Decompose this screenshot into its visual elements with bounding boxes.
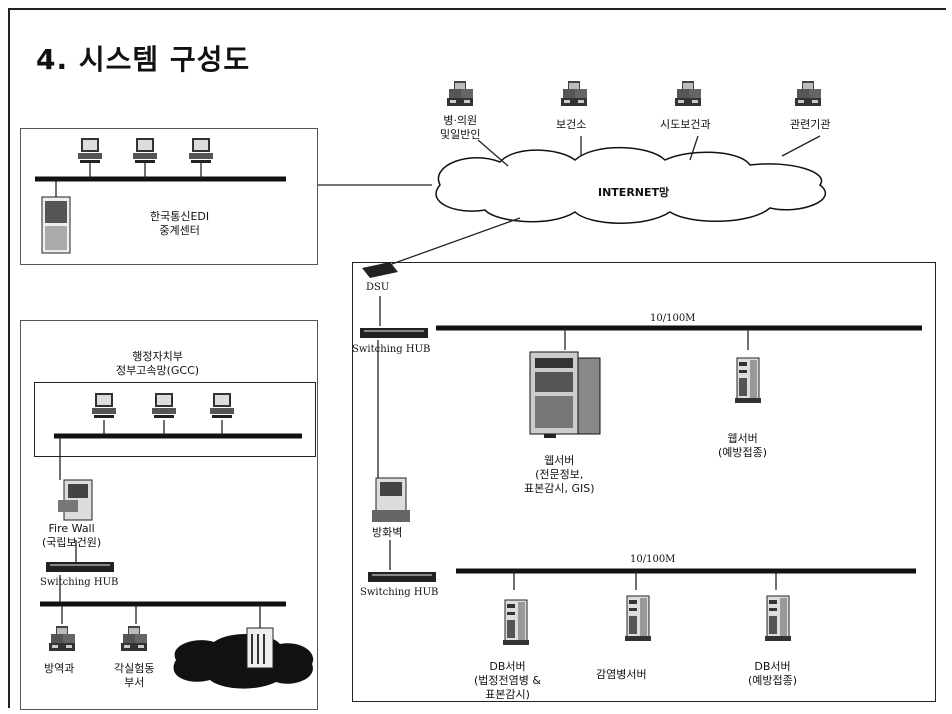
switch-left-label: Switching HUB	[40, 577, 119, 588]
web-server-2-device	[734, 357, 762, 404]
switch-bottom-label: Switching HUB	[360, 587, 439, 598]
edi-center-line1: 한국통신EDI	[150, 210, 210, 223]
lab-network-cloud	[173, 633, 314, 689]
infection-server-label: 감염병서버	[596, 668, 647, 681]
dept-2-label: 각실험동 부서	[114, 662, 154, 690]
diagram-frame	[8, 8, 946, 708]
db-server-2-line1: DB서버	[754, 660, 791, 673]
web-server-2-line2: (예방접종)	[718, 446, 768, 459]
infection-server-device	[624, 595, 652, 642]
db-server-2-line2: (예방접종)	[748, 674, 798, 687]
db-server-1-line1: DB서버	[489, 660, 526, 673]
dsu-label: DSU	[366, 282, 390, 293]
user-provincial	[675, 81, 701, 106]
web-server-1-label: 웹서버 (전문정보, 표본감시, GIS)	[524, 454, 595, 496]
switch-top-label: Switching HUB	[352, 344, 431, 355]
lab-server-device	[246, 627, 274, 669]
firewall-left-device	[58, 479, 93, 521]
web-server-1-device	[529, 351, 601, 438]
firewall-left-label: Fire Wall (국립보건원)	[42, 522, 101, 550]
gcc-label: 행정자치부 정부고속망(GCC)	[116, 350, 199, 378]
switch-left-device	[46, 562, 114, 572]
edi-center-box	[20, 128, 318, 265]
dept-2-line1: 각실험동	[114, 662, 155, 675]
gcc-line2: 정부고속망(GCC)	[116, 364, 200, 377]
page-title: 4. 시스템 구성도	[36, 43, 251, 76]
user-lab-dept	[121, 626, 147, 651]
gcc-inner-box	[34, 382, 316, 457]
switch-top-device	[360, 328, 428, 338]
edi-center-line2: 중계센터	[159, 224, 200, 237]
web-server-1-line1: 웹서버	[544, 454, 575, 467]
db-server-1-label: DB서버 (법정전염병 & 표본감시)	[474, 660, 541, 702]
user-agency	[795, 81, 821, 106]
network-cloud-label: INTERNET망	[598, 186, 670, 199]
web-server-2-label: 웹서버 (예방접종)	[718, 432, 767, 460]
firewall-left-line2: (국립보건원)	[42, 536, 102, 549]
edi-mainframe	[41, 196, 71, 254]
user-clinic	[447, 81, 473, 106]
edi-pc-3	[189, 138, 213, 163]
user-epidemic-dept	[49, 626, 75, 651]
dept-2-line2: 부서	[124, 676, 145, 689]
db-server-1-device	[502, 599, 530, 646]
remote-site-3-label: 시도보건과	[660, 118, 711, 131]
edi-pc-2	[133, 138, 157, 163]
remote-site-1-line2: 및일반인	[440, 128, 481, 141]
internal-network-box	[352, 262, 936, 702]
gcc-line1: 행정자치부	[132, 350, 183, 363]
edi-center-label: 한국통신EDI 중계센터	[150, 210, 209, 238]
edi-pc-1	[78, 138, 102, 163]
dept-1-label: 방역과	[44, 662, 75, 675]
remote-site-2-label: 보건소	[556, 118, 587, 131]
speed-bottom-label: 10/100M	[630, 554, 676, 565]
firewall-right-label: 방화벽	[372, 526, 403, 539]
internet-cloud	[435, 146, 827, 224]
gcc-pc-1	[92, 393, 116, 418]
web-server-1-line3: 표본감시, GIS)	[524, 482, 595, 495]
db-server-2-device	[764, 595, 792, 642]
remote-site-1-label: 병·의원 및일반인	[440, 114, 480, 142]
db-server-1-line2: (법정전염병 &	[474, 674, 541, 687]
dsu-device	[362, 262, 398, 278]
speed-top-label: 10/100M	[650, 313, 696, 324]
gcc-pc-3	[210, 393, 234, 418]
gov-network-box	[20, 320, 318, 710]
switch-bottom-device	[368, 572, 436, 582]
firewall-right-device	[372, 477, 410, 522]
web-server-1-line2: (전문정보,	[535, 468, 584, 481]
gcc-pc-2	[152, 393, 176, 418]
remote-site-4-label: 관련기관	[790, 118, 831, 131]
firewall-left-line1: Fire Wall	[48, 522, 95, 535]
db-server-2-label: DB서버 (예방접종)	[748, 660, 797, 688]
remote-site-1-line1: 병·의원	[443, 114, 478, 127]
db-server-1-line3: 표본감시)	[485, 688, 530, 701]
web-server-2-line1: 웹서버	[727, 432, 758, 445]
user-health-center	[561, 81, 587, 106]
